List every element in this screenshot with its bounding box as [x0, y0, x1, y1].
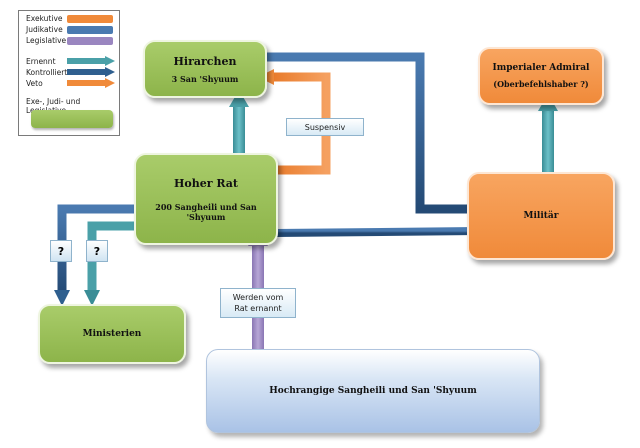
arrow-hoherrat-militaer [274, 224, 494, 238]
arrow-hoherrat-hirarchen [229, 90, 249, 156]
node-militaer-title: Militär [523, 211, 559, 221]
node-militaer: Militär [467, 172, 615, 260]
legend: Exekutive Judikative Legislative Ernennt… [18, 10, 120, 136]
legend-label-ernennt: Ernennt [26, 57, 56, 66]
node-hirarchen: Hirarchen 3 San 'Shyuum [143, 40, 267, 98]
node-admiral-title: Imperialer Admiral [492, 63, 590, 73]
legend-label-kontrolliert: Kontrolliert [26, 68, 68, 77]
legend-label-exekutive: Exekutive [26, 14, 63, 23]
legend-arrow-veto-icon [67, 78, 115, 88]
label-question-2: ? [86, 240, 108, 262]
legend-label-veto: Veto [26, 79, 43, 88]
node-hochrangige: Hochrangige Sangheili und San 'Shyuum [206, 349, 540, 433]
arrow-hoherrat-ministerien-teal [84, 221, 140, 306]
label-question-1: ? [50, 240, 72, 262]
legend-swatch-legislative [67, 37, 113, 45]
arrow-hoherrat-ministerien-navy [54, 204, 140, 306]
label-werden-vom-rat-ernannt: Werden vom Rat ernannt [220, 288, 296, 318]
legend-swatch-combined [31, 110, 113, 128]
node-hoher-rat-subtitle: 200 Sangheili und San 'Shyuum [155, 201, 257, 222]
legend-label-judikative: Judikative [26, 25, 63, 34]
legend-arrow-kontrolliert-icon [67, 67, 115, 77]
node-hoher-rat: Hoher Rat 200 Sangheili und San 'Shyuum [134, 153, 278, 245]
node-ministerien: Ministerien [38, 304, 186, 364]
legend-label-legislative: Legislative [26, 36, 67, 45]
label-suspensiv: Suspensiv [286, 118, 364, 136]
node-hirarchen-subtitle: 3 San 'Shyuum [171, 73, 239, 84]
legend-swatch-exekutive [67, 15, 113, 23]
node-hoher-rat-title: Hoher Rat [174, 176, 238, 190]
node-ministerien-title: Ministerien [82, 329, 142, 339]
legend-swatch-judikative [67, 26, 113, 34]
node-admiral-subtitle: (Oberbefehlshaber ?) [493, 79, 589, 89]
node-hirarchen-title: Hirarchen [173, 54, 237, 68]
node-hochrangige-title: Hochrangige Sangheili und San 'Shyuum [269, 386, 477, 396]
node-imperialer-admiral: Imperialer Admiral (Oberbefehlshaber ?) [478, 47, 604, 105]
legend-arrow-ernennt-icon [67, 56, 115, 66]
arrow-militaer-admiral [538, 94, 558, 172]
